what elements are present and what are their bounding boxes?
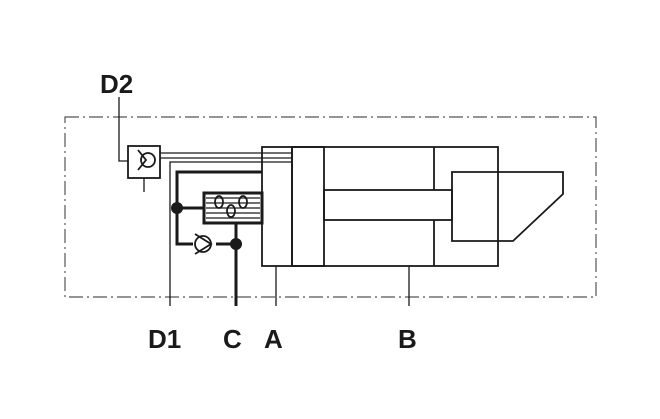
- port-label-b: B: [398, 324, 417, 354]
- port-d2-line: [118, 97, 128, 162]
- port-d1-line: [169, 161, 292, 306]
- assembly-boundary: [64, 116, 597, 298]
- check-valve-icon: [194, 233, 213, 255]
- port-label-c: C: [223, 324, 242, 354]
- junction-dot-icon: [230, 238, 242, 250]
- pilot-lines: [143, 152, 292, 192]
- port-label-d1: D1: [148, 324, 181, 354]
- shuttle-valve-icon: [127, 145, 161, 179]
- junction-dot-icon: [171, 202, 183, 214]
- port-label-a: A: [264, 324, 283, 354]
- hydraulic-cylinder-icon: [261, 146, 564, 267]
- restrictor-icon: [202, 191, 264, 225]
- port-label-d2: D2: [100, 69, 133, 99]
